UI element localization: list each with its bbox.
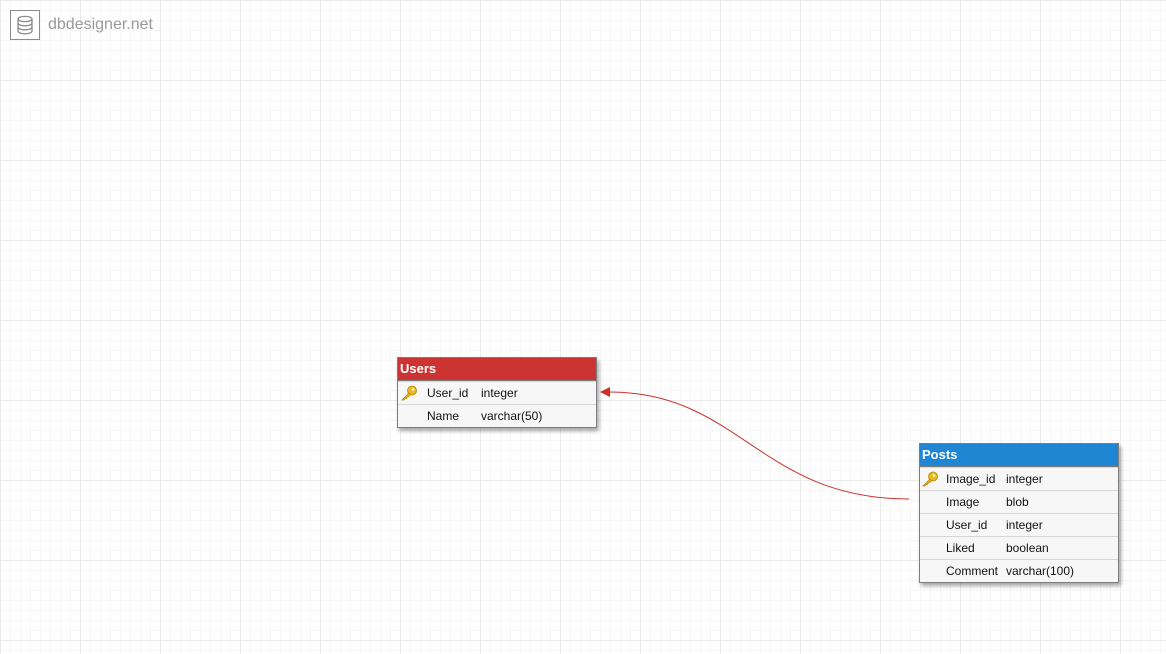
column-row-image-id[interactable]: Image_id integer [920,467,1118,490]
column-row-liked[interactable]: Liked boolean [920,536,1118,559]
primary-key-icon [401,385,417,401]
column-type: integer [1006,472,1043,486]
brand[interactable]: dbdesigner.net [10,10,153,40]
brand-name: dbdesigner.net [48,16,153,33]
column-row-name[interactable]: Name varchar(50) [398,404,596,427]
column-type: varchar(100) [1006,564,1075,578]
column-name: Image_id [946,472,996,486]
column-type: boolean [1006,541,1049,555]
column-name: Name [427,409,460,423]
column-row-image[interactable]: Image blob [920,490,1118,513]
column-name: Image [946,495,980,509]
column-row-comment[interactable]: Comment varchar(100) [920,559,1118,582]
column-name: Liked [946,541,975,555]
column-type: integer [481,386,518,400]
column-name: Comment [946,564,999,578]
column-row-user-id[interactable]: User_id integer [920,513,1118,536]
column-type: blob [1006,495,1029,509]
table-header-users[interactable]: Users [398,358,596,381]
relation-posts-user-id-to-users-user-id[interactable] [608,391,910,500]
relation-arrowhead [600,387,610,397]
column-type: varchar(50) [481,409,543,423]
table-posts[interactable]: Posts Image_id integer Image blob User_i… [919,443,1119,583]
column-name: User_id [427,386,469,400]
database-icon [10,10,40,40]
table-header-posts[interactable]: Posts [920,444,1118,467]
column-name: User_id [946,518,988,532]
column-row-user-id[interactable]: User_id integer [398,381,596,404]
table-users[interactable]: Users User_id integer Name varchar(50) [397,357,597,428]
primary-key-icon [922,471,938,487]
column-type: integer [1006,518,1043,532]
